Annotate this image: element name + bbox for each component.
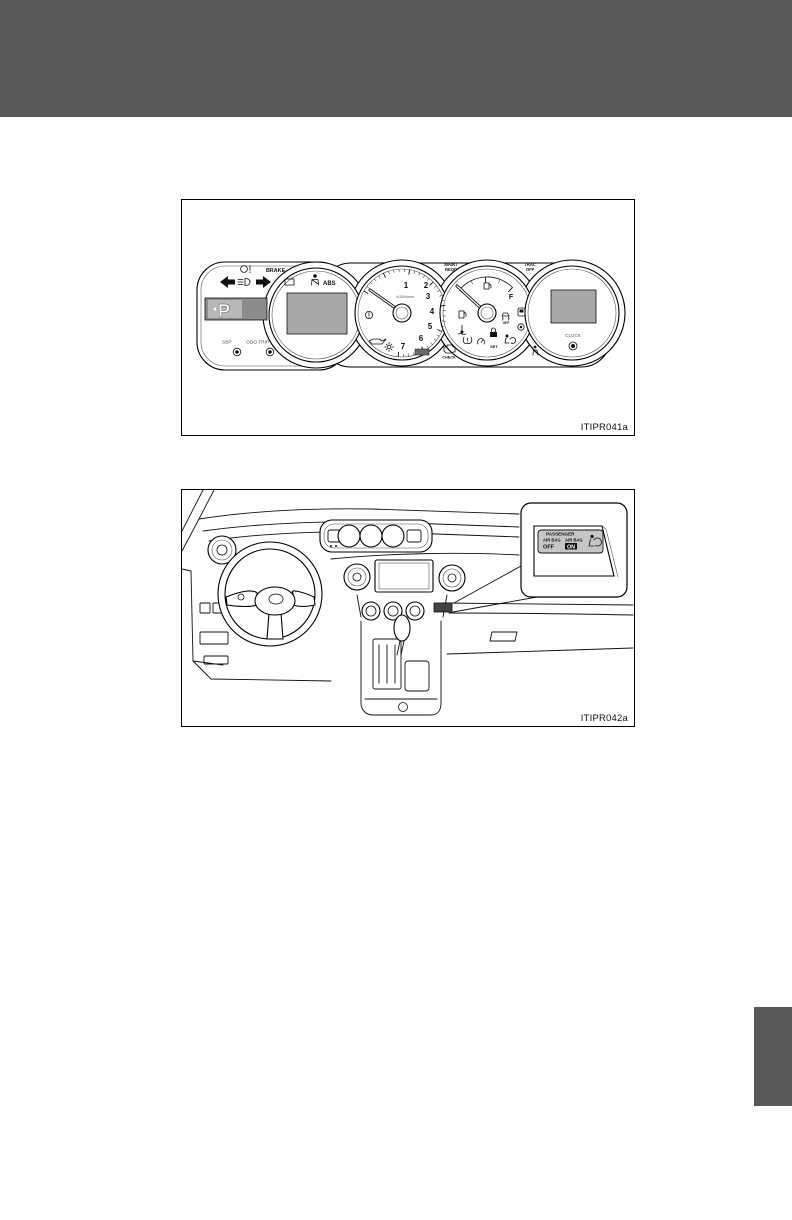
maint-reqd-label-line2: REQD <box>445 267 457 272</box>
glovebox-top-edge <box>443 603 633 605</box>
sbp-knob-center <box>235 350 239 354</box>
tire-pressure-warning-icon-dot <box>467 342 468 343</box>
shift-lever-shaft <box>397 641 404 655</box>
climate-knob-left <box>362 602 380 620</box>
callout-line-upper <box>454 566 521 603</box>
abs-label: ABS <box>323 281 336 287</box>
meter-knob-left <box>330 545 332 547</box>
tach-number-3: 3 <box>426 292 431 301</box>
climate-knob-right <box>406 602 424 620</box>
tach-number-1: 1 <box>404 281 409 290</box>
airbag-on-label-line2: ON <box>567 545 575 551</box>
shift-lever-knob <box>394 615 410 641</box>
airbag-indicator-inset: PASSENGER AIR BAG OFF AIR BAG ON <box>521 503 627 597</box>
steering-wheel-lower-spoke <box>267 613 283 639</box>
speedometer-lcd <box>287 293 347 334</box>
section-tab <box>754 1007 792 1106</box>
header-bar <box>0 0 792 117</box>
seatbelt-reminder-icon-head <box>313 274 317 278</box>
power-steering-warning-icon-dot <box>369 317 370 318</box>
glovebox-lower-edge <box>449 613 633 615</box>
coolant-temperature-icon-bulb <box>461 331 464 334</box>
passenger-seatbelt-icon-head <box>534 346 537 349</box>
windshield-pillar-left-edge <box>182 490 203 531</box>
tach-number-4: 4 <box>430 307 435 316</box>
instrument-cluster-illustration: BRAKE P SBP ODO TRIP <box>182 200 634 435</box>
figure-code: ITIPR042a <box>581 713 629 724</box>
airbag-off-label-line2: OFF <box>543 545 555 551</box>
sbp-button-label: SBP <box>222 340 232 346</box>
tach-number-6: 6 <box>419 334 424 343</box>
left-lower-panel-edge <box>182 569 223 665</box>
meter-speedometer <box>338 525 360 547</box>
door-open-icon-window <box>520 310 524 313</box>
meter-fuel-gauge <box>382 525 404 547</box>
tach-unit-label: x1000r/min <box>396 295 414 299</box>
center-display <box>375 560 433 592</box>
dashboard-top-edge <box>199 509 519 519</box>
slip-off-label: OFF <box>503 321 510 325</box>
clock-label: CLOCK <box>565 333 581 338</box>
odo-trip-knob-center <box>268 350 272 354</box>
tach-number-7: 7 <box>401 342 406 351</box>
fuel-full-label: F <box>509 294 514 301</box>
left-switch-1 <box>200 603 210 613</box>
passenger-airbag-icon-head <box>590 535 593 538</box>
airbag-on-label-line1: AIR BAG <box>565 538 583 543</box>
gear-indicator: P <box>218 301 230 321</box>
passenger-label: PASSENGER <box>546 532 575 537</box>
glovebox-bottom-edge <box>447 648 633 654</box>
figure-code: ITIPR041a <box>581 422 629 433</box>
shift-gate-slots <box>379 645 395 683</box>
callout-line-lower <box>453 597 537 612</box>
shift-position-display: P <box>205 298 267 321</box>
console-lower-knob <box>399 703 408 712</box>
rear-defogger-icon-center <box>520 326 523 329</box>
cruise-set-label: SET <box>490 344 498 349</box>
passenger-airbag-indicator-location <box>434 603 452 612</box>
clock-lcd <box>551 290 596 323</box>
steering-wheel-hub <box>255 587 295 615</box>
dashboard-center-edge <box>331 553 519 559</box>
airbag-off-label-line1: AIR BAG <box>543 538 561 543</box>
airbag-warning-icon-head <box>506 335 509 338</box>
security-indicator-icon-body <box>490 332 497 337</box>
tach-redzone <box>415 349 429 355</box>
console-tray <box>405 661 429 691</box>
meter-tachometer <box>360 525 382 547</box>
glovebox-handle <box>490 632 517 641</box>
meter-knob-right <box>335 545 337 547</box>
figure-instrument-cluster: BRAKE P SBP ODO TRIP <box>181 199 635 436</box>
tach-number-5: 5 <box>428 322 433 331</box>
odo-trip-button-label: ODO TRIP <box>246 340 269 346</box>
brake-label: BRAKE <box>266 268 286 274</box>
brake-warning-icon-dot <box>249 272 250 273</box>
left-switch-panel <box>200 632 228 644</box>
instrument-cluster: BRAKE P SBP ODO TRIP <box>197 260 625 370</box>
figure-dashboard: PASSENGER AIR BAG OFF AIR BAG ON ITIPR04… <box>181 489 635 727</box>
tach-number-2: 2 <box>424 281 429 290</box>
check-engine-label: CHECK <box>442 356 456 360</box>
dashboard-illustration: PASSENGER AIR BAG OFF AIR BAG ON ITIPR04… <box>182 490 634 726</box>
clock-knob-center <box>571 344 575 348</box>
trac-off-label-line2: OFF <box>526 267 535 272</box>
